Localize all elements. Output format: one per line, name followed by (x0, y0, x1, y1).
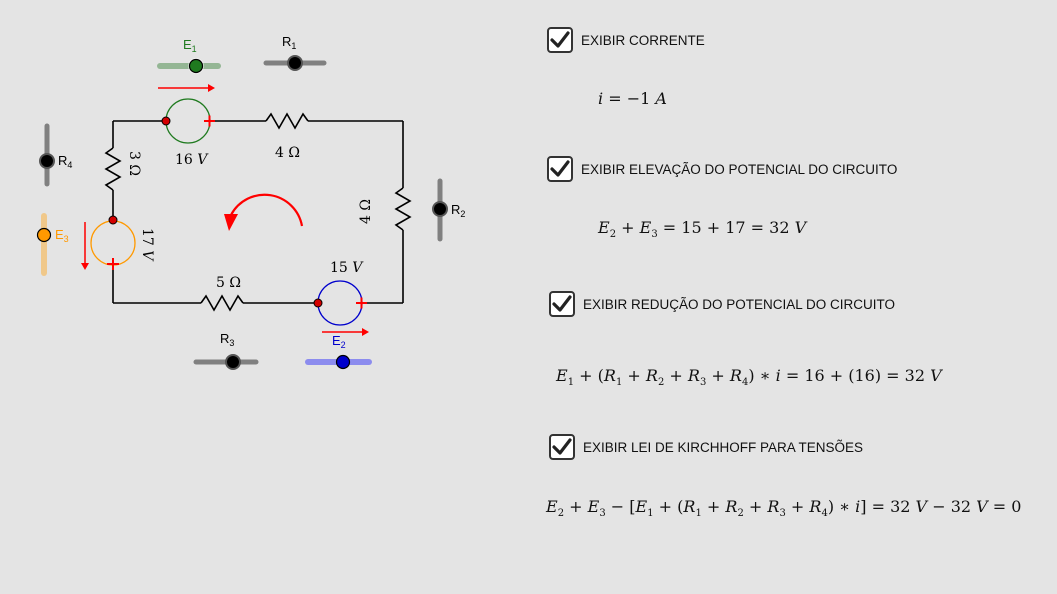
r3-slider[interactable]: R3 (193, 331, 259, 370)
show-kirchhoff-label: EXIBIR LEI DE KIRCHHOFF PARA TENSÕES (583, 439, 864, 455)
r2-slider[interactable]: R2 (432, 178, 465, 242)
svg-text:E3: E3 (55, 227, 69, 244)
show-current-label: EXIBIR CORRENTE (581, 32, 705, 48)
option-show-elevation[interactable]: EXIBIR ELEVAÇÃO DO POTENCIAL DO CIRCUITO (547, 156, 897, 182)
e1-value-label: 16 V (175, 152, 209, 168)
elevation-formula: E2 + E3 = 15 + 17 = 32 V (598, 218, 807, 241)
svg-text:E1: E1 (183, 37, 197, 54)
r4-value-label: 3 Ω (126, 151, 142, 176)
loop-direction-arrow-icon (224, 193, 304, 231)
kirchhoff-formula: E2 + E3 − [E1 + (R1 + R2 + R3 + R4) ∗ i]… (546, 497, 1022, 520)
show-reduction-label: EXIBIR REDUÇÃO DO POTENCIAL DO CIRCUITO (583, 296, 896, 312)
current-formula: i = −1 A (598, 89, 667, 108)
r3-value-label: 5 Ω (216, 275, 241, 291)
svg-text:R2: R2 (451, 202, 465, 219)
r4-slider[interactable]: R4 (39, 123, 72, 187)
show-kirchhoff-checkbox[interactable] (549, 434, 575, 460)
e1-slider[interactable]: E1 (157, 37, 221, 74)
svg-text:R3: R3 (220, 331, 234, 348)
option-show-kirchhoff[interactable]: EXIBIR LEI DE KIRCHHOFF PARA TENSÕES (549, 434, 863, 460)
checkmark-icon (552, 295, 572, 312)
e2-value-label: 15 V (330, 260, 364, 276)
svg-text:E2: E2 (332, 333, 346, 350)
checkmark-icon (550, 160, 570, 177)
show-elevation-checkbox[interactable] (547, 156, 573, 182)
r1-value-label: 4 Ω (275, 145, 300, 161)
r2-value-label: 4 Ω (358, 199, 374, 224)
e2-slider[interactable]: E2 (305, 333, 372, 370)
show-reduction-checkbox[interactable] (549, 291, 575, 317)
reduction-formula: E1 + (R1 + R2 + R3 + R4) ∗ i = 16 + (16)… (556, 366, 942, 389)
show-elevation-label: EXIBIR ELEVAÇÃO DO POTENCIAL DO CIRCUITO (581, 161, 898, 177)
checkmark-icon (550, 31, 570, 48)
e2-source (313, 280, 369, 336)
r1-slider[interactable]: R1 (263, 34, 327, 71)
svg-text:R4: R4 (58, 153, 72, 170)
show-current-checkbox[interactable] (547, 27, 573, 53)
circuit-wires (104, 112, 412, 312)
option-show-reduction[interactable]: EXIBIR REDUÇÃO DO POTENCIAL DO CIRCUITO (549, 291, 895, 317)
checkmark-icon (552, 438, 572, 455)
e3-source (81, 215, 136, 270)
svg-text:R1: R1 (282, 34, 296, 51)
e1-source (158, 84, 215, 144)
e3-value-label: 17 V (139, 228, 155, 262)
e3-slider[interactable]: E3 (36, 213, 69, 276)
option-show-current[interactable]: EXIBIR CORRENTE (547, 27, 705, 53)
